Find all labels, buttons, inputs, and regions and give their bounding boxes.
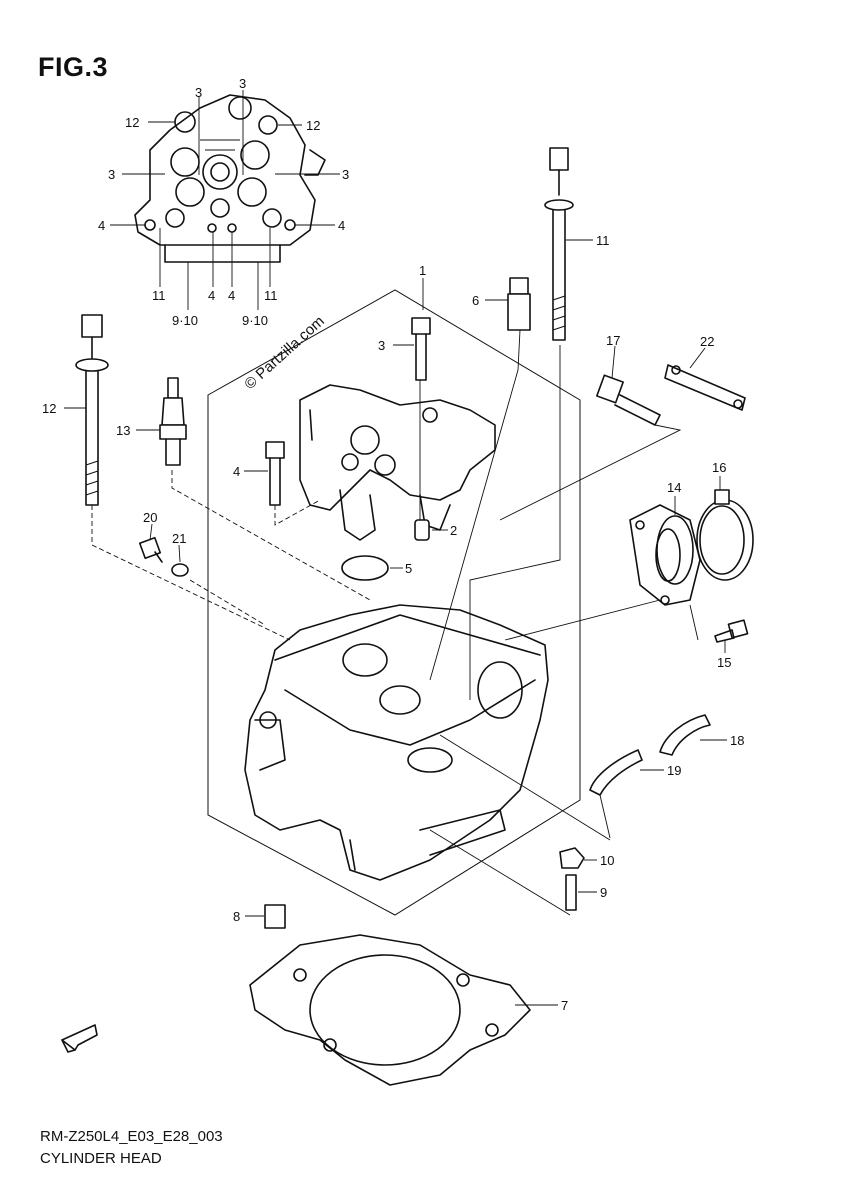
callout-8: 8 xyxy=(233,909,240,924)
inset-callout-3: 3 xyxy=(239,76,246,91)
intake-clamp xyxy=(696,489,754,581)
inset-callout-9-10: 9·10 xyxy=(242,313,268,328)
callout-12: 12 xyxy=(42,401,56,416)
callouts: 1 2 3 4 5 6 7 8 9 10 11 12 13 14 15 16 1 xyxy=(42,233,744,1013)
intake-pipe xyxy=(629,504,701,606)
callout-17: 17 xyxy=(606,333,620,348)
ring-19 xyxy=(589,749,643,796)
part-6 xyxy=(507,277,531,331)
callout-4: 4 xyxy=(233,464,240,479)
head-gasket-7 xyxy=(249,934,531,1086)
dowel-8 xyxy=(264,904,286,929)
diagram-name: CYLINDER HEAD xyxy=(40,1150,162,1167)
fwd-arrow-icon xyxy=(61,1024,98,1053)
callout-7: 7 xyxy=(561,998,568,1013)
ring-18 xyxy=(659,714,711,756)
bolt-11 xyxy=(544,147,574,341)
callout-5: 5 xyxy=(405,561,412,576)
inset-callout-11: 11 xyxy=(264,288,278,303)
bolt-3 xyxy=(411,317,431,381)
bolt-17 xyxy=(596,374,661,426)
diagram-code: RM-Z250L4_E03_E28_003 xyxy=(40,1128,223,1145)
callout-9: 9 xyxy=(600,885,607,900)
assembly-leader-lines xyxy=(91,329,699,916)
spark-plug-13 xyxy=(159,377,187,466)
inset-callout-4: 4 xyxy=(338,218,345,233)
callout-14: 14 xyxy=(667,480,681,495)
inset-callout-4: 4 xyxy=(228,288,235,303)
callout-6: 6 xyxy=(472,293,479,308)
callout-2: 2 xyxy=(450,523,457,538)
inset-callout-12: 12 xyxy=(125,115,139,130)
callout-21: 21 xyxy=(172,531,186,546)
dowel-2 xyxy=(414,519,430,541)
callout-11: 11 xyxy=(596,233,610,248)
callout-19: 19 xyxy=(667,763,681,778)
inset-callout-4: 4 xyxy=(208,288,215,303)
bolt-12 xyxy=(75,314,109,506)
callout-10: 10 xyxy=(600,853,614,868)
washer-21 xyxy=(171,563,189,577)
callout-20: 20 xyxy=(143,510,157,525)
inset-callout-4: 4 xyxy=(98,218,105,233)
inset-callout-3: 3 xyxy=(342,167,349,182)
inset-callout-12: 12 xyxy=(306,118,320,133)
callout-22: 22 xyxy=(700,334,714,349)
assembly-outline xyxy=(207,289,581,916)
inset-callout-9-10: 9·10 xyxy=(172,313,198,328)
o-ring-5 xyxy=(341,555,389,581)
callout-1: 1 xyxy=(419,263,426,278)
figure-title: FIG.3 xyxy=(38,52,109,82)
callout-15: 15 xyxy=(717,655,731,670)
inset-callout-3: 3 xyxy=(108,167,115,182)
callout-13: 13 xyxy=(116,423,130,438)
inset-callout-11: 11 xyxy=(152,288,166,303)
cylinder-head-body xyxy=(244,604,549,881)
head-top-view-inset: 3 3 3 3 12 12 4 4 4 4 11 11 9·10 9·10 xyxy=(98,76,349,328)
nut-10 xyxy=(559,847,585,869)
bracket-22 xyxy=(664,364,746,411)
callout-18: 18 xyxy=(730,733,744,748)
bolt-20 xyxy=(138,536,163,563)
inset-callout-3: 3 xyxy=(195,85,202,100)
stud-9 xyxy=(565,874,577,911)
callout-3: 3 xyxy=(378,338,385,353)
bolt-15 xyxy=(714,619,749,643)
callout-16: 16 xyxy=(712,460,726,475)
bolt-4 xyxy=(265,441,285,506)
camshaft-holder xyxy=(299,384,496,541)
